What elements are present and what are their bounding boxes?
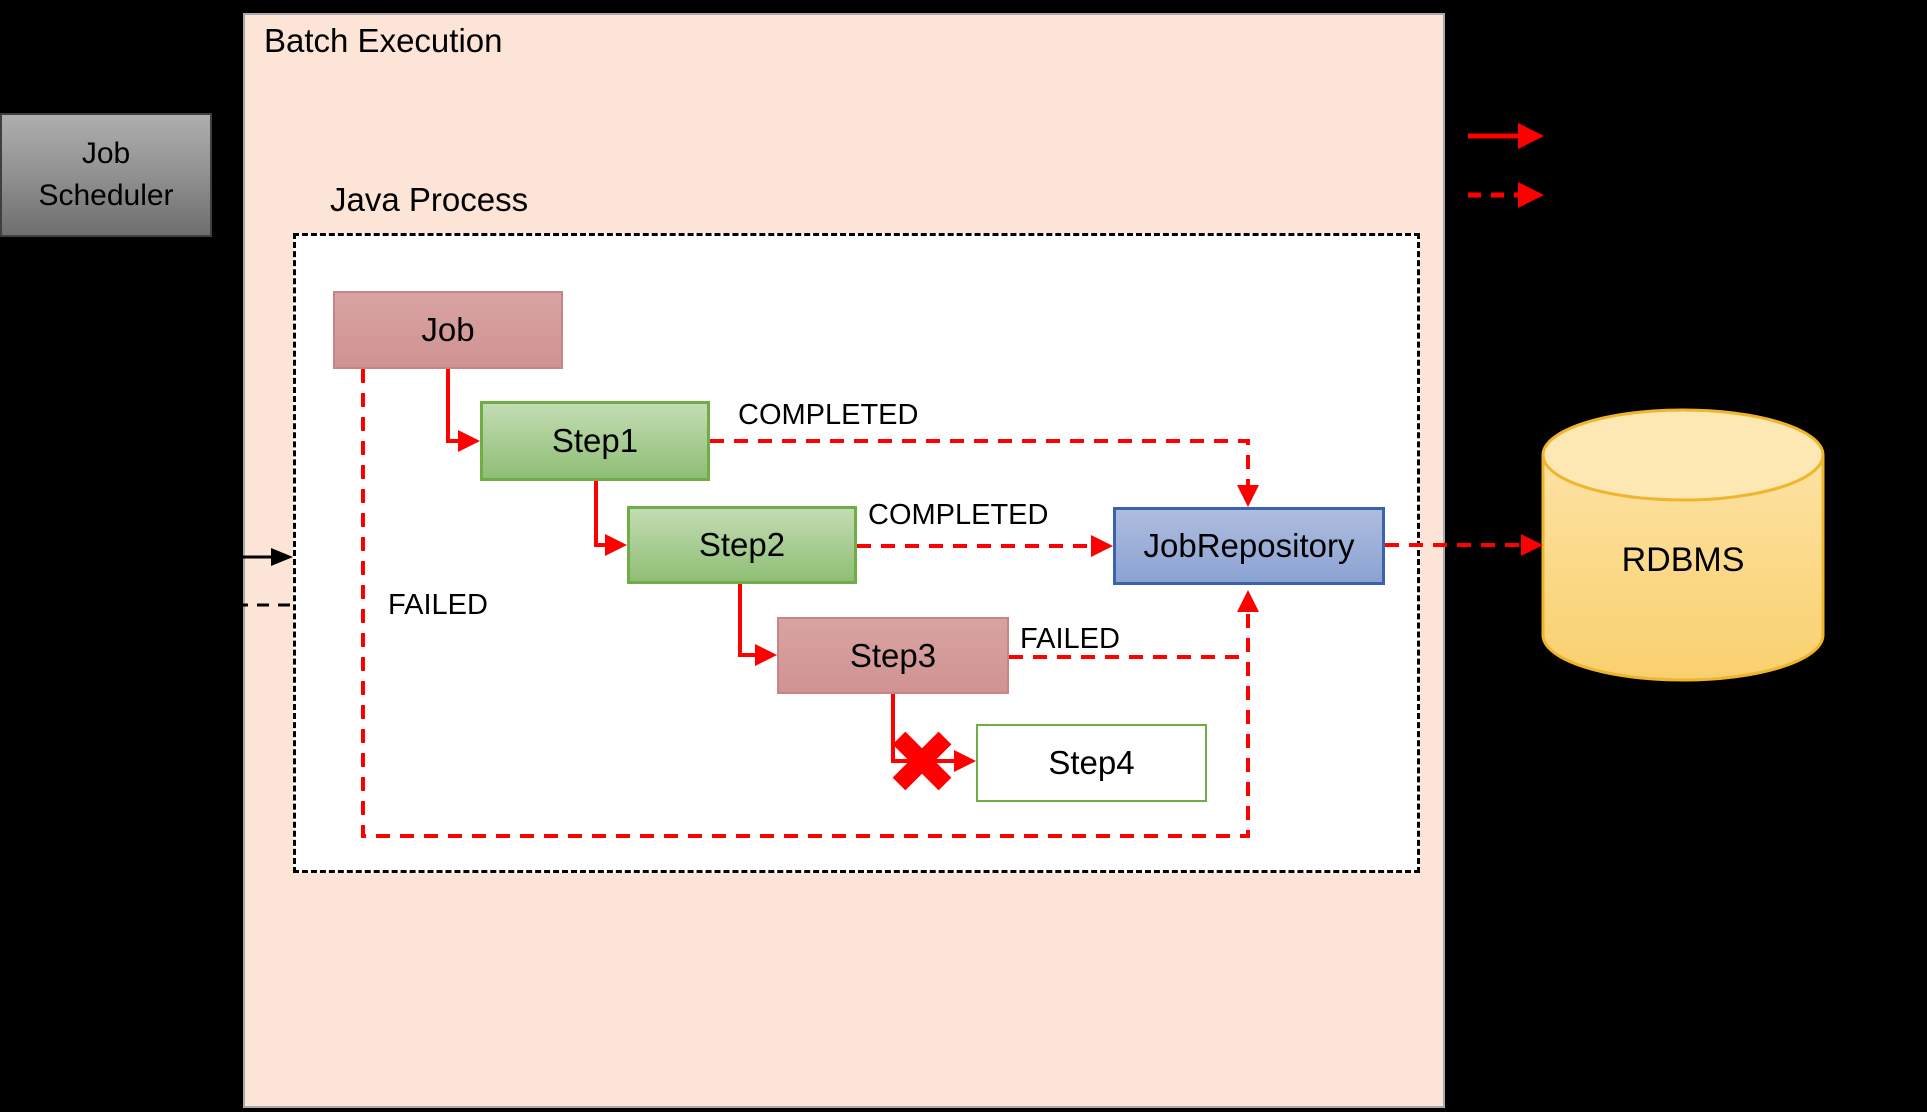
- job-repository-node: JobRepository: [1113, 507, 1385, 585]
- job-repository-label: JobRepository: [1143, 527, 1355, 564]
- step2-label: Step2: [698, 526, 786, 563]
- job-node: Job: [333, 291, 563, 369]
- job-scheduler-label-line2: Scheduler: [38, 179, 174, 212]
- step2-node: Step2: [627, 506, 857, 584]
- step3-failed-label: FAILED: [1020, 623, 1120, 655]
- legend-dashed-arrow: [1468, 182, 1544, 208]
- job-label: Job: [421, 311, 475, 348]
- job-scheduler-node: Job Scheduler: [0, 113, 212, 237]
- batch-execution-title: Batch Execution: [264, 22, 503, 59]
- job-failed-label: FAILED: [388, 589, 488, 621]
- step1-node: Step1: [480, 401, 710, 481]
- step4-label: Step4: [1048, 744, 1135, 781]
- java-process-title: Java Process: [330, 181, 529, 218]
- step3-node: Step3: [777, 617, 1009, 694]
- step2-completed-label: COMPLETED: [868, 499, 1049, 531]
- job-scheduler-label-line1: Job: [81, 137, 131, 170]
- step4-node: Step4: [976, 724, 1207, 802]
- step1-label: Step1: [551, 422, 639, 459]
- step1-completed-label: COMPLETED: [738, 399, 919, 431]
- legend-solid-arrow: [1468, 123, 1544, 149]
- step3-label: Step3: [849, 636, 937, 674]
- rdbms-label: RDBMS: [1621, 541, 1745, 579]
